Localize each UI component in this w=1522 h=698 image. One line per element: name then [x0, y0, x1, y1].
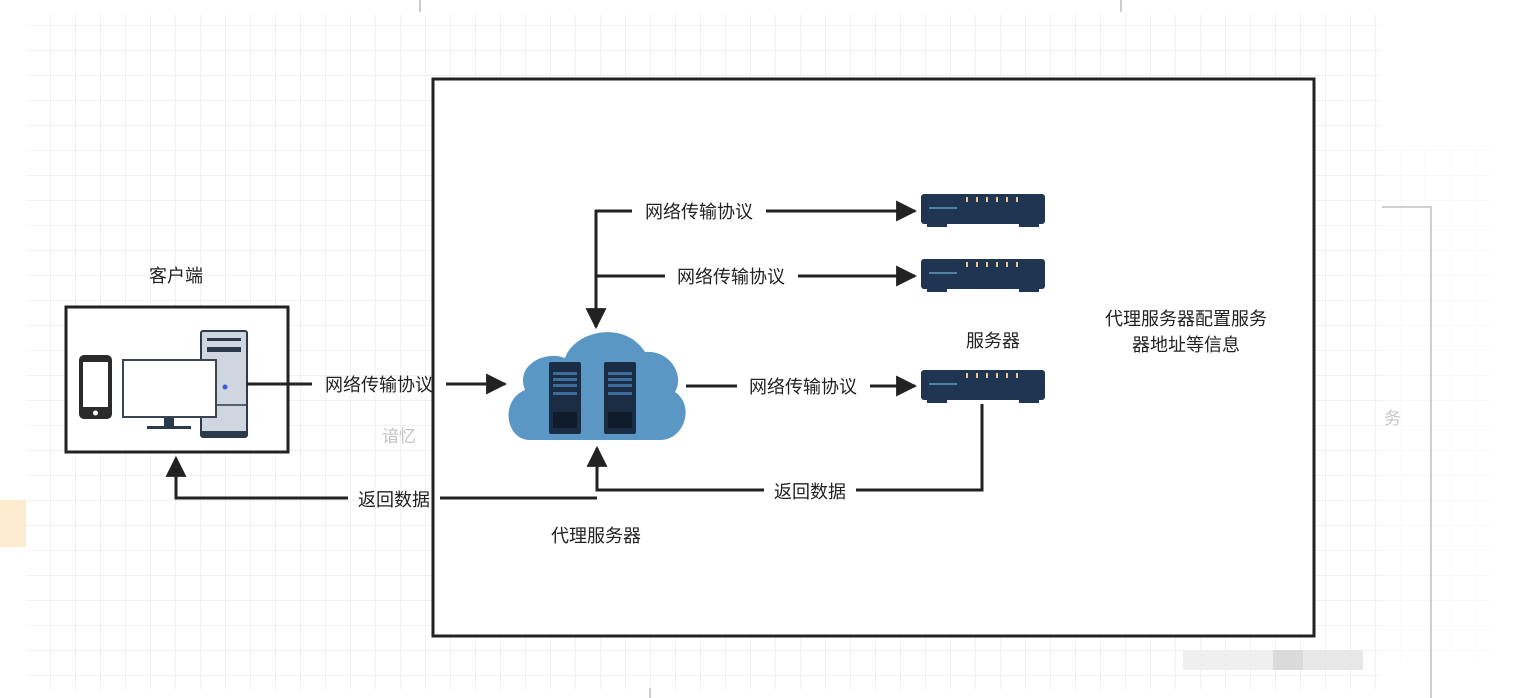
- proxy-server-node[interactable]: [508, 332, 686, 440]
- blurred-block: [1273, 650, 1303, 670]
- network-server-icon: [921, 194, 1045, 224]
- server-1[interactable]: [921, 194, 1045, 227]
- edge-label-client-proxy: 网络传输协议: [325, 375, 433, 396]
- network-server-icon: [921, 370, 1045, 400]
- offscreen-text: 务: [1384, 409, 1401, 429]
- servers-label: 服务器: [966, 331, 1020, 352]
- client-label: 客户端: [149, 266, 203, 287]
- server-2[interactable]: [921, 259, 1045, 292]
- blurred-block: [1303, 650, 1363, 670]
- edge-server-3-to-proxy: [586, 445, 764, 492]
- monitor-icon: [122, 359, 217, 429]
- edge-server-3-to-proxy: [856, 404, 984, 492]
- edge-label-proxy-client-return: 返回数据: [358, 490, 430, 511]
- annotation-line-1: 代理服务器配置服务: [1105, 309, 1267, 330]
- selection-highlight: [0, 500, 26, 547]
- edge-label-proxy-server-1: 网络传输协议: [645, 202, 753, 223]
- rack-server-icon: [604, 362, 636, 434]
- edge-proxy-to-client: [165, 455, 348, 500]
- edge-label-proxy-server-2: 网络传输协议: [677, 267, 785, 288]
- annotation-line-2: 器地址等信息: [1132, 335, 1240, 356]
- proxy-label: 代理服务器: [551, 526, 641, 547]
- grid-background-right: [1382, 150, 1492, 660]
- server-3[interactable]: [921, 370, 1045, 403]
- proxy-zone-box[interactable]: [431, 77, 1316, 638]
- rack-server-icon: [549, 362, 581, 434]
- side-panel-frame: [1382, 206, 1432, 698]
- network-server-icon: [921, 259, 1045, 289]
- blurred-block: [1183, 650, 1273, 670]
- edge-label-proxy-server-3: 网络传输协议: [749, 377, 857, 398]
- mobile-phone-icon: [79, 355, 112, 419]
- client-node[interactable]: [64, 305, 290, 454]
- edge-label-server-proxy-return: 返回数据: [774, 482, 846, 503]
- watermark: 谙忆: [382, 427, 416, 447]
